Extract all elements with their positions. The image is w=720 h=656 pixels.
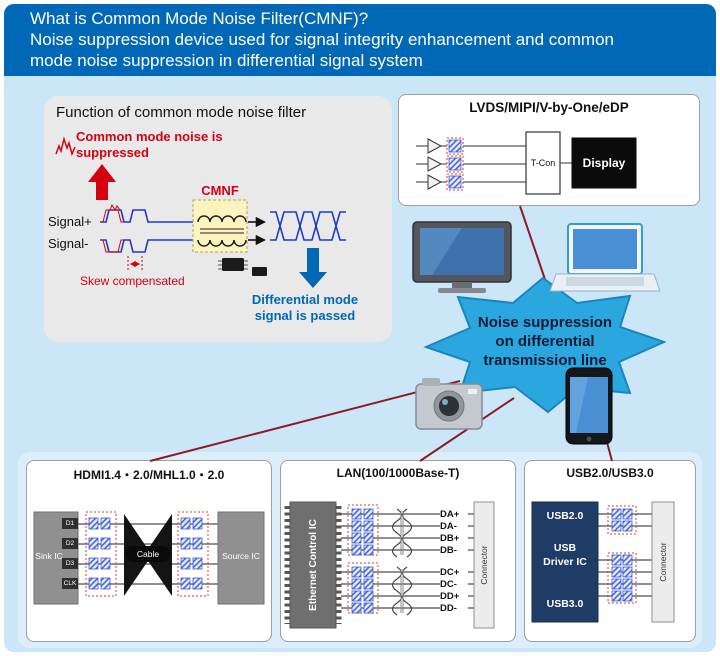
function-box-title: Function of common mode noise filter (56, 104, 307, 121)
cmnf-label: CMNF (201, 183, 239, 198)
header-title: What is Common Mode Noise Filter(CMNF)? (30, 9, 369, 28)
signal-plus-label: Signal+ (48, 214, 92, 229)
tcon-label: T-Con (530, 158, 556, 168)
noise-suppressed-label: Common mode noise is suppressed (76, 129, 223, 160)
signal-minus-label: Signal- (48, 236, 89, 251)
usb-box-title: USB2.0/USB3.0 (566, 466, 654, 480)
lan-signal-label-db-minus: DB- (440, 545, 468, 556)
pin-label-d3: D3 (65, 560, 75, 567)
usb-block-line-usb2: USB2.0 (546, 510, 584, 522)
lan-box-title: LAN(100/1000Base-T) (336, 466, 460, 480)
starburst-text: Noise suppression on differential transm… (477, 314, 613, 369)
lan-signal-label-dc-minus: DC- (440, 579, 468, 590)
ethernet-ic-label: Ethernet Control IC (307, 519, 319, 611)
lan-signal-label-da-minus: DA- (440, 521, 468, 532)
pin-label-clk: CLK (63, 580, 77, 587)
display-label: Display (582, 156, 626, 170)
header-subtitle-1: Noise suppression device used for signal… (30, 30, 614, 49)
lvds-box-title: LVDS/MIPI/V-by-One/eDP (469, 100, 629, 115)
pin-label-d2: D2 (65, 540, 75, 547)
differential-passed-label: Differential mode signal is passed (251, 292, 359, 323)
usb-block-line-usb3: USB3.0 (546, 598, 584, 610)
header-banner (4, 4, 716, 76)
cable-label: Cable (136, 549, 160, 559)
skew-label: Skew compensated (80, 274, 185, 288)
lan-signal-label-da-plus: DA+ (440, 509, 468, 520)
header-subtitle-2: mode noise suppression in differential s… (30, 51, 423, 70)
usb-connector-label: Connector (658, 542, 668, 582)
source-ic-label: Source IC (222, 551, 260, 561)
lan-signal-label-dd-minus: DD- (440, 603, 468, 614)
hdmi-box-title: HDMI1.4・2.0/MHL1.0・2.0 (73, 468, 225, 482)
lan-signal-label-db-plus: DB+ (440, 533, 468, 544)
usb-block-line-driver: Driver IC (543, 556, 587, 568)
lan-connector-label: Connector (479, 545, 489, 585)
pin-label-d1: D1 (65, 520, 75, 527)
sink-ic-label: Sink IC (35, 551, 63, 561)
usb-block-line-usb: USB (553, 542, 577, 554)
lan-signal-label-dc-plus: DC+ (440, 567, 468, 578)
lan-signal-label-dd-plus: DD+ (440, 591, 468, 602)
